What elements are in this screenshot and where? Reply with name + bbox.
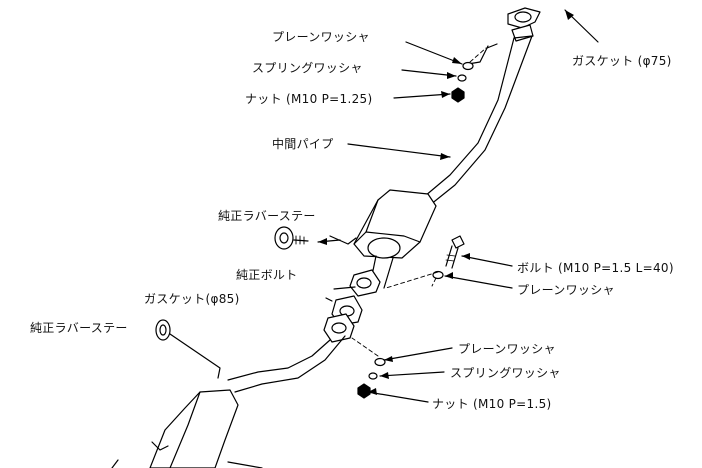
label-spring-washer-low: スプリングワッシャ: [450, 366, 561, 380]
arrowheads: [318, 10, 574, 395]
label-bolt-m10: ボルト (M10 P=1.5 L=40): [517, 261, 674, 275]
label-gasket-85: ガスケット(φ85): [144, 292, 240, 306]
leader-arrows: [317, 9, 599, 403]
label-plain-washer-low: プレーンワッシャ: [458, 342, 556, 356]
label-plain-washer-mid: プレーンワッシャ: [517, 283, 615, 297]
gasket-75-part: [507, 7, 541, 42]
bolt-m10-part: [432, 235, 465, 280]
mid-pipe-part: [424, 35, 533, 206]
lower-fasteners-part: [357, 357, 386, 399]
top-fasteners-part: [451, 61, 474, 103]
upper-flange-part: [349, 269, 381, 297]
label-rubber-stay-upper: 純正ラバーステー: [218, 209, 316, 223]
label-nut-low: ナット (M10 P=1.5): [432, 397, 552, 411]
rear-muffler-part: [111, 389, 239, 468]
assembly-lines: [351, 47, 487, 357]
label-gasket-75: ガスケット (φ75): [572, 54, 672, 68]
rubber-stay-lower-part: [155, 319, 221, 379]
leader-arrow-bottom: [227, 461, 263, 468]
lower-flange-part: [323, 313, 355, 343]
center-resonator-part: [353, 189, 437, 259]
label-spring-washer-top: スプリングワッシャ: [252, 61, 363, 75]
label-oem-bolt: 純正ボルト: [236, 268, 298, 282]
label-nut-top: ナット (M10 P=1.25): [245, 92, 373, 106]
label-mid-pipe: 中間パイプ: [272, 137, 334, 151]
rubber-stay-upper-part: [274, 226, 357, 250]
label-plain-washer-top: プレーンワッシャ: [272, 30, 370, 44]
label-rubber-stay-lower: 純正ラバーステー: [30, 321, 128, 335]
rear-pipe-part: [227, 335, 346, 393]
